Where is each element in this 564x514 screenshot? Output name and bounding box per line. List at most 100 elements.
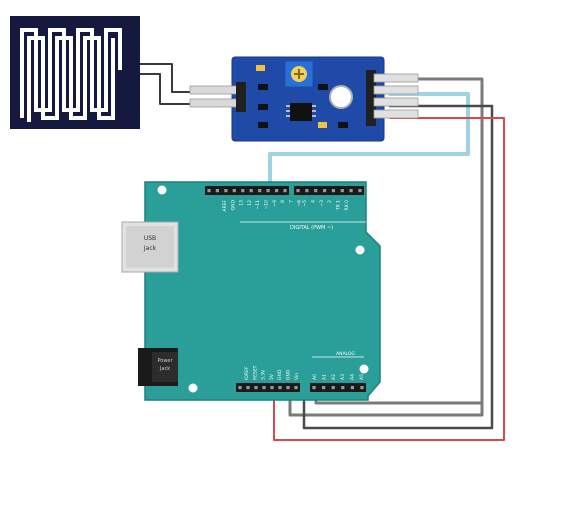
pin-label: GND [230,199,236,210]
header-pin [262,386,266,390]
power-header [236,383,300,392]
module-left-header [189,82,246,112]
pin-label: RX 0 [344,200,350,211]
header-pin [249,189,253,193]
power-label-1: Power [157,358,173,364]
header-pin [331,189,335,193]
header-pin [314,189,318,193]
digital-header [205,186,364,195]
pin-label: GND [277,369,283,380]
header-pin [305,189,309,193]
smd-led-1 [256,65,265,71]
board-hole-3 [188,383,198,393]
smd-resistor-1 [258,84,268,90]
board-hole-2 [355,245,365,255]
wire-red-a0 [273,117,505,441]
header-pin [331,386,335,390]
wire-dark-gnd [302,104,494,430]
usb-label-2: Jack [143,245,157,252]
power-label-2: Jack [159,366,170,372]
pin-label: A1 [321,374,327,380]
pin-label: TX 1 [336,200,342,211]
pin-label: Vin [294,373,300,380]
usb-label-1: USB [144,235,156,242]
smd-led-2 [318,122,327,128]
pin-label: IOREF [244,366,250,380]
header-pin [283,189,287,193]
board-outline [144,181,381,401]
pin-label: ~11 [255,200,261,210]
pin-label: ~9 [272,200,278,207]
header-pin [207,189,211,193]
smd-resistor-3 [258,122,268,128]
rain-sensor-plate [10,16,140,129]
pin-label: ~5 [302,200,308,207]
comparator-chip [286,103,316,121]
potentiometer-icon [284,60,314,88]
pin-label: 3.3V [261,369,267,380]
pin-label: 2 [327,200,333,203]
pin-label: 5V [269,373,275,380]
pin-label: A5 [359,374,365,380]
header-pin [322,386,326,390]
header-pin [246,386,250,390]
header-pin [275,189,279,193]
pin-label: 12 [247,200,253,206]
pin-label: AREF [222,200,228,212]
header-pin [340,189,344,193]
pin-label: A3 [340,374,346,380]
analog-header [310,383,366,392]
board-hole-4 [359,364,369,374]
power-jack: Power Jack [138,348,178,386]
wire-blue-digital [268,92,470,194]
pin-label: GND [286,369,292,380]
board-hole-1 [157,185,167,195]
smd-resistor-4 [338,122,348,128]
header-pin [323,189,327,193]
smd-resistor-2 [258,104,268,110]
module-mounting-hole [329,85,353,109]
header-pin [360,386,364,390]
header-pin [270,386,274,390]
header-pin [278,386,282,390]
pin-label: A0 [312,374,318,380]
smd-resistor-5 [318,84,328,90]
header-pin [241,189,245,193]
pin-label: 7 [288,200,294,203]
usb-jack: USB Jack [121,221,179,273]
pin-label: A2 [331,374,337,380]
header-pin [232,189,236,193]
header-pin [358,189,362,193]
plate-lead-2 [137,73,213,105]
header-pin [341,386,345,390]
header-pin [296,189,300,193]
module-right-header [366,70,419,126]
header-pin [312,386,316,390]
header-pin [238,386,242,390]
header-pin [286,386,290,390]
pin-label: A4 [350,374,356,380]
pin-label: 8 [280,200,286,203]
header-pin [266,189,270,193]
pin-label: ~3 [319,200,325,207]
header-pin [258,189,262,193]
header-pin [224,189,228,193]
pin-label: 4 [310,200,316,203]
header-pin [215,189,219,193]
pin-label: ~10 [264,200,270,210]
header-pin [294,386,298,390]
analog-header-text: ANALOG [336,351,355,357]
wire-gray-5v [288,77,484,417]
pin-label: RESET [252,365,258,380]
header-pin [350,386,354,390]
sensor-module [189,56,419,142]
header-pin [254,386,258,390]
pin-label: 13 [239,200,245,206]
header-pin [349,189,353,193]
pin-label: ~6 [297,200,303,207]
